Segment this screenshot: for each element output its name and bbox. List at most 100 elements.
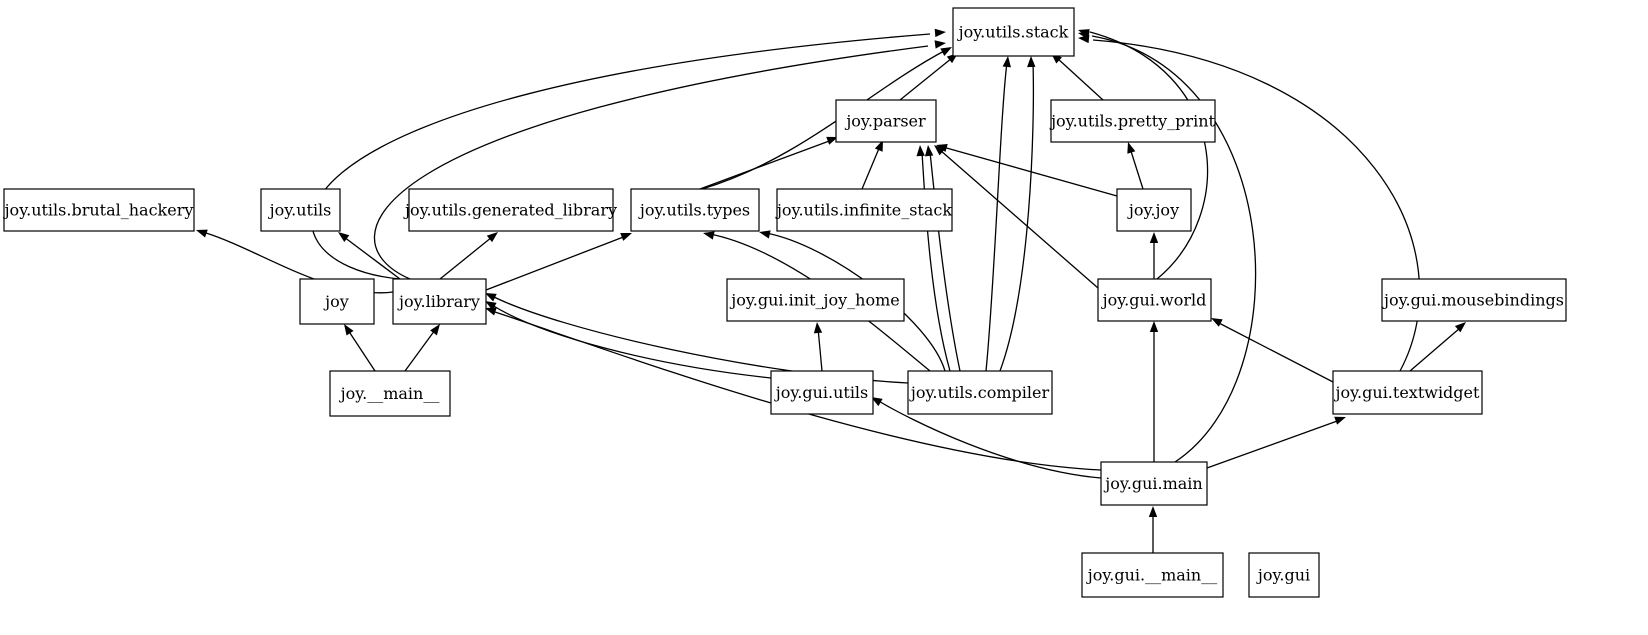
arrowhead-library-to-stack: [934, 40, 946, 49]
arrowhead-world-to-parser: [934, 145, 946, 156]
node-gui_utils[interactable]: joy.gui.utils: [770, 370, 874, 415]
edge-library-to-stack: [311, 33, 931, 280]
node-textwidget[interactable]: joy.gui.textwidget: [1332, 370, 1483, 415]
node-box-mousebindings[interactable]: [1381, 278, 1567, 322]
node-parser[interactable]: joy.parser: [835, 99, 937, 143]
arrowhead-library-to-types: [620, 233, 632, 241]
edge-library-to-stack: [373, 45, 929, 280]
node-box-gui_main[interactable]: [1100, 461, 1208, 506]
arrowhead-gui_main-to-world: [1149, 321, 1159, 332]
arrowhead-infinite_stack-to-parser: [874, 140, 883, 152]
arrowhead-types-to-parser: [826, 136, 838, 145]
edge-compiler-to-stack: [985, 61, 1008, 372]
node-box-init_joy_home[interactable]: [726, 278, 905, 322]
edge-library-to-types: [485, 235, 627, 291]
node-box-textwidget[interactable]: [1332, 370, 1483, 415]
edge-joyjoy-to-pretty_print: [1129, 147, 1144, 190]
node-box-utils[interactable]: [260, 188, 341, 232]
node-gui_dunder_main[interactable]: joy.gui.__main__: [1081, 552, 1224, 598]
node-mousebindings[interactable]: joy.gui.mousebindings: [1381, 278, 1567, 322]
arrowhead-gui_main-to-library: [485, 307, 497, 316]
node-init_joy_home[interactable]: joy.gui.init_joy_home: [726, 278, 905, 322]
node-box-types[interactable]: [630, 188, 760, 232]
edge-compiler-to-parser: [921, 151, 951, 372]
node-box-world[interactable]: [1097, 278, 1212, 322]
node-compiler[interactable]: joy.utils.compiler: [907, 370, 1053, 415]
node-box-parser[interactable]: [835, 99, 937, 143]
edge-gui_main-to-textwidget: [1206, 419, 1341, 469]
node-world[interactable]: joy.gui.world: [1097, 278, 1212, 322]
arrowhead-library-to-brutal_hackery: [196, 229, 208, 238]
arrowhead-joyjoy-to-pretty_print: [1127, 142, 1136, 154]
node-box-stack[interactable]: [952, 7, 1075, 57]
node-types[interactable]: joy.utils.types: [630, 188, 760, 232]
node-label-gui_dunder_main: joy.gui.__main__: [1086, 566, 1217, 585]
arrowhead-library-to-utils: [338, 232, 350, 242]
edge-textwidget-to-mousebindings: [1409, 327, 1461, 372]
arrowhead-textwidget-to-mousebindings: [1454, 322, 1466, 333]
edge-joyjoy-to-parser: [942, 146, 1118, 197]
edge-types-to-stack: [701, 49, 947, 190]
node-box-compiler[interactable]: [907, 370, 1053, 415]
node-label-types: joy.utils.types: [638, 201, 750, 220]
node-label-init_joy_home: joy.gui.init_joy_home: [729, 291, 900, 310]
node-box-gui[interactable]: [1248, 552, 1320, 598]
node-label-utils: joy.utils: [268, 201, 332, 220]
node-library[interactable]: joy.library: [392, 278, 487, 325]
node-label-stack: joy.utils.stack: [957, 23, 1069, 42]
node-brutal_hackery[interactable]: joy.utils.brutal_hackery: [3, 188, 195, 232]
node-label-pretty_print: joy.utils.pretty_print: [1049, 112, 1215, 131]
node-pretty_print[interactable]: joy.utils.pretty_print: [1049, 99, 1216, 143]
edge-pretty_print-to-stack: [1056, 57, 1104, 101]
edge-world-to-stack: [1089, 31, 1209, 280]
edge-compiler-to-stack: [999, 61, 1035, 372]
node-box-library[interactable]: [392, 278, 487, 325]
node-label-library: joy.library: [397, 292, 480, 311]
node-box-gui_utils[interactable]: [770, 370, 874, 415]
edge-compiler-to-parser: [929, 151, 961, 372]
node-stack[interactable]: joy.utils.stack: [952, 7, 1075, 57]
arrowhead-compiler-to-types: [703, 231, 715, 240]
node-box-pretty_print[interactable]: [1050, 99, 1216, 143]
node-main_joy[interactable]: joy.__main__: [329, 370, 451, 417]
node-joy[interactable]: joy: [299, 278, 375, 325]
node-label-generated_library: joy.utils.generated_library: [403, 201, 617, 220]
edge-world-to-parser: [939, 149, 1099, 289]
node-gui[interactable]: joy.gui: [1248, 552, 1320, 598]
node-box-gui_dunder_main[interactable]: [1081, 552, 1224, 598]
node-label-gui_main: joy.gui.main: [1103, 474, 1202, 493]
edge-gui_utils-to-init_joy_home: [817, 327, 823, 372]
node-generated_library[interactable]: joy.utils.generated_library: [403, 188, 617, 232]
node-infinite_stack[interactable]: joy.utils.infinite_stack: [775, 188, 953, 232]
node-joyjoy[interactable]: joy.joy: [1116, 188, 1192, 232]
arrowhead-world-to-joyjoy: [1149, 232, 1159, 243]
node-label-main_joy: joy.__main__: [339, 384, 440, 403]
node-label-joy: joy: [323, 292, 349, 311]
node-label-gui_utils: joy.gui.utils: [774, 383, 869, 402]
arrowhead-textwidget-to-world: [1211, 318, 1223, 327]
node-box-joy[interactable]: [299, 278, 375, 325]
node-box-main_joy[interactable]: [329, 370, 451, 417]
arrowhead-main_joy-to-joy: [344, 324, 354, 336]
arrowhead-compiler-to-parser: [924, 145, 934, 157]
edge-gui_main-to-library: [491, 310, 1102, 471]
node-label-brutal_hackery: joy.utils.brutal_hackery: [3, 201, 194, 220]
node-label-joyjoy: joy.joy: [1127, 201, 1179, 220]
edge-gui_main-to-stack: [1091, 35, 1257, 463]
node-gui_main[interactable]: joy.gui.main: [1100, 461, 1208, 506]
node-label-infinite_stack: joy.utils.infinite_stack: [775, 201, 952, 220]
arrowhead-gui_main-to-textwidget: [1334, 416, 1346, 425]
arrowhead-gui_utils-to-init_joy_home: [813, 322, 823, 334]
node-label-mousebindings: joy.gui.mousebindings: [1382, 291, 1564, 310]
node-utils[interactable]: joy.utils: [260, 188, 341, 232]
node-box-generated_library[interactable]: [408, 188, 614, 232]
node-box-joyjoy[interactable]: [1116, 188, 1192, 232]
node-box-infinite_stack[interactable]: [776, 188, 953, 232]
edge-infinite_stack-to-parser: [861, 145, 881, 190]
node-box-brutal_hackery[interactable]: [3, 188, 195, 232]
arrowhead-compiler-to-types: [759, 230, 771, 239]
node-label-textwidget: joy.gui.textwidget: [1334, 383, 1480, 402]
arrowhead-library-to-generated_library: [486, 232, 498, 243]
